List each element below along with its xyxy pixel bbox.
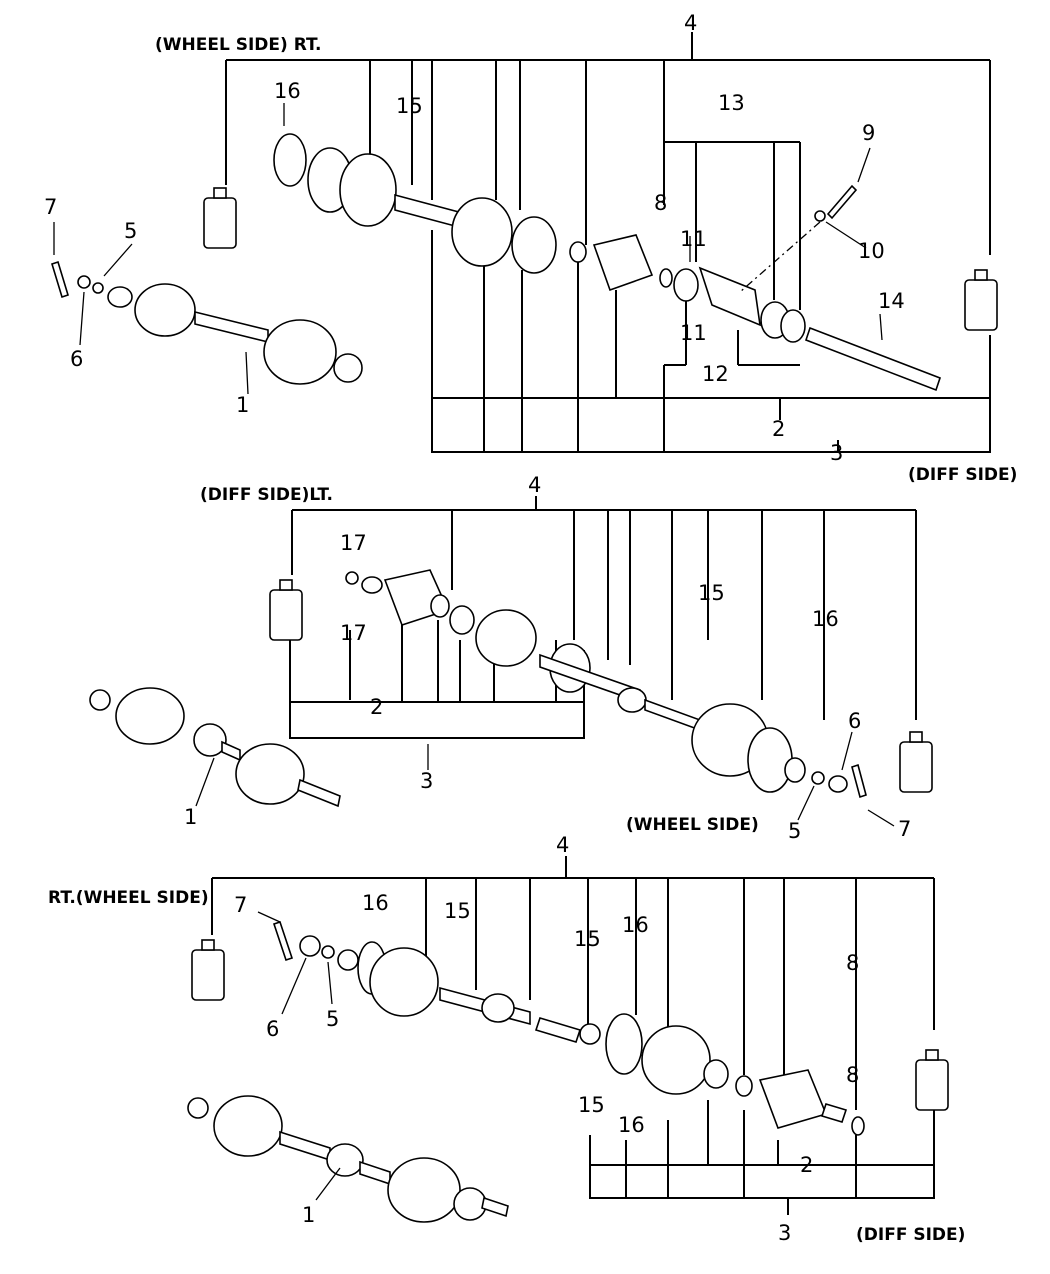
svg-text:7: 7 <box>44 195 57 219</box>
grease-tube <box>899 731 933 793</box>
svg-text:8: 8 <box>846 951 859 975</box>
caption-wheel-side: (WHEEL SIDE) <box>626 815 759 835</box>
svg-text:6: 6 <box>70 347 83 371</box>
caption-diff-side-bottom: (DIFF SIDE) <box>856 1225 965 1245</box>
svg-text:4: 4 <box>556 833 569 857</box>
svg-text:6: 6 <box>266 1017 279 1041</box>
svg-text:16: 16 <box>362 891 389 915</box>
bracket-4 <box>225 59 991 255</box>
exploded-parts-bottom <box>272 920 865 1136</box>
svg-text:7: 7 <box>898 817 911 841</box>
assembled-axle-1 <box>89 687 341 808</box>
svg-text:5: 5 <box>124 219 137 243</box>
svg-text:2: 2 <box>800 1153 813 1177</box>
svg-text:15: 15 <box>444 899 471 923</box>
grease-tube <box>191 939 225 1001</box>
svg-text:5: 5 <box>326 1007 339 1031</box>
svg-text:1: 1 <box>302 1203 315 1227</box>
svg-text:16: 16 <box>618 1113 645 1137</box>
callout-labels-middle: 4 17 17 15 16 2 3 1 6 5 7 <box>184 473 911 843</box>
grease-tube <box>269 579 303 641</box>
svg-text:12: 12 <box>702 362 729 386</box>
exploded-parts-middle <box>345 569 867 799</box>
svg-text:17: 17 <box>340 531 367 555</box>
caption-diff-side-lt: (DIFF SIDE)LT. <box>200 485 333 505</box>
diagram-left-diff-side: (DIFF SIDE)LT. (WHEEL SIDE) <box>89 473 933 843</box>
grease-tube <box>203 187 237 249</box>
diagram-right-wheel-side-2: RT.(WHEEL SIDE) (DIFF SIDE) <box>48 833 965 1245</box>
svg-text:2: 2 <box>772 417 785 441</box>
svg-text:15: 15 <box>396 94 423 118</box>
svg-text:15: 15 <box>574 927 601 951</box>
diagram-right-wheel-side: (WHEEL SIDE) RT. (DIFF SIDE) <box>44 11 1017 485</box>
svg-text:3: 3 <box>778 1221 791 1245</box>
svg-text:8: 8 <box>846 1063 859 1087</box>
svg-text:15: 15 <box>698 581 725 605</box>
callout-labels-bottom: 4 16 15 7 15 16 8 6 5 8 15 16 2 1 3 <box>234 833 859 1245</box>
svg-text:4: 4 <box>528 473 541 497</box>
callout-labels-top: 4 16 15 13 9 8 11 10 7 5 6 1 11 14 12 2 … <box>44 11 905 465</box>
svg-text:4: 4 <box>684 11 697 35</box>
svg-text:17: 17 <box>340 621 367 645</box>
svg-text:5: 5 <box>788 819 801 843</box>
svg-text:14: 14 <box>878 289 905 313</box>
svg-text:7: 7 <box>234 893 247 917</box>
svg-text:1: 1 <box>236 393 249 417</box>
grease-tube <box>915 1049 949 1111</box>
svg-text:3: 3 <box>830 441 843 465</box>
svg-text:8: 8 <box>654 191 667 215</box>
svg-text:15: 15 <box>578 1093 605 1117</box>
caption-rt-wheel-side: RT.(WHEEL SIDE) <box>48 888 209 908</box>
caption-diff-side: (DIFF SIDE) <box>908 465 1017 485</box>
grease-tube <box>964 269 998 331</box>
caption-wheel-side-rt: (WHEEL SIDE) RT. <box>155 35 322 55</box>
svg-text:10: 10 <box>858 239 885 263</box>
svg-text:16: 16 <box>622 913 649 937</box>
svg-text:11: 11 <box>680 227 707 251</box>
exploded-parts-top <box>273 133 942 392</box>
svg-text:16: 16 <box>274 79 301 103</box>
svg-text:16: 16 <box>812 607 839 631</box>
svg-text:6: 6 <box>848 709 861 733</box>
svg-text:11: 11 <box>680 321 707 345</box>
svg-text:1: 1 <box>184 805 197 829</box>
svg-text:3: 3 <box>420 769 433 793</box>
assembled-axle-1 <box>51 260 363 385</box>
svg-text:2: 2 <box>370 695 383 719</box>
svg-text:9: 9 <box>862 121 875 145</box>
assembled-axle-1 <box>187 1095 509 1223</box>
svg-text:13: 13 <box>718 91 745 115</box>
